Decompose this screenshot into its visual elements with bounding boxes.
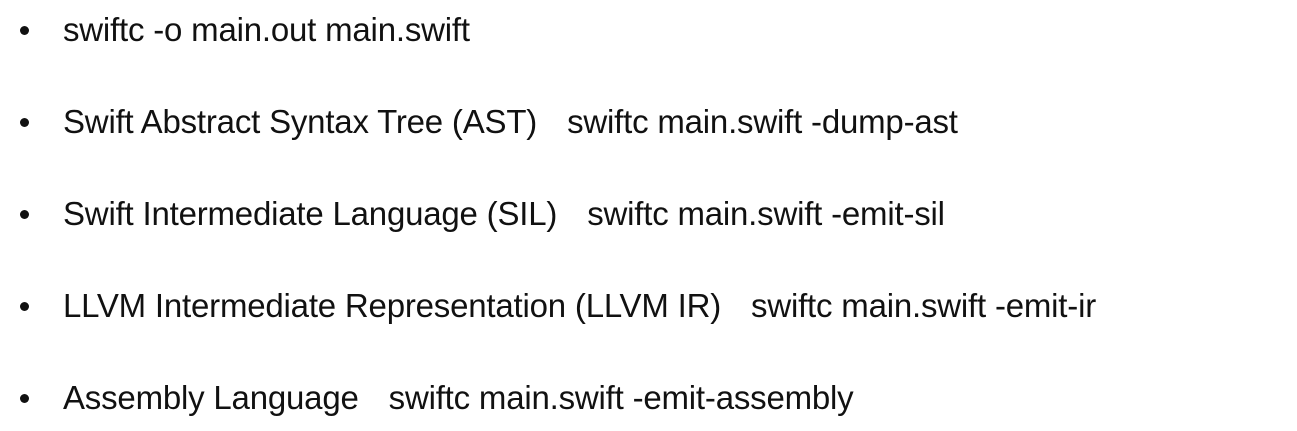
list-item-assembly: Assembly Language swiftc main.swift -emi…: [20, 376, 854, 420]
list-item-sil: Swift Intermediate Language (SIL) swiftc…: [20, 192, 945, 236]
bullet-icon: [20, 209, 29, 219]
stage-label: Swift Intermediate Language (SIL): [63, 195, 558, 232]
list-item-ast: Swift Abstract Syntax Tree (AST) swiftc …: [20, 100, 958, 144]
bullet-icon: [20, 393, 29, 403]
bullet-icon: [20, 117, 29, 127]
command-text: swiftc main.swift -dump-ast: [567, 103, 958, 140]
command-text: swiftc main.swift -emit-assembly: [388, 379, 854, 416]
list-item-llvm-ir: LLVM Intermediate Representation (LLVM I…: [20, 284, 1096, 328]
command-text: swiftc main.swift -emit-sil: [587, 195, 945, 232]
stage-label: Swift Abstract Syntax Tree (AST): [63, 103, 538, 140]
stage-label: LLVM Intermediate Representation (LLVM I…: [63, 287, 722, 324]
stage-label: Assembly Language: [63, 379, 359, 416]
list-item-compile: swiftc -o main.out main.swift: [20, 8, 470, 52]
bullet-icon: [20, 301, 29, 311]
bullet-icon: [20, 25, 29, 35]
command-text: swiftc -o main.out main.swift: [63, 11, 470, 48]
command-text: swiftc main.swift -emit-ir: [751, 287, 1096, 324]
